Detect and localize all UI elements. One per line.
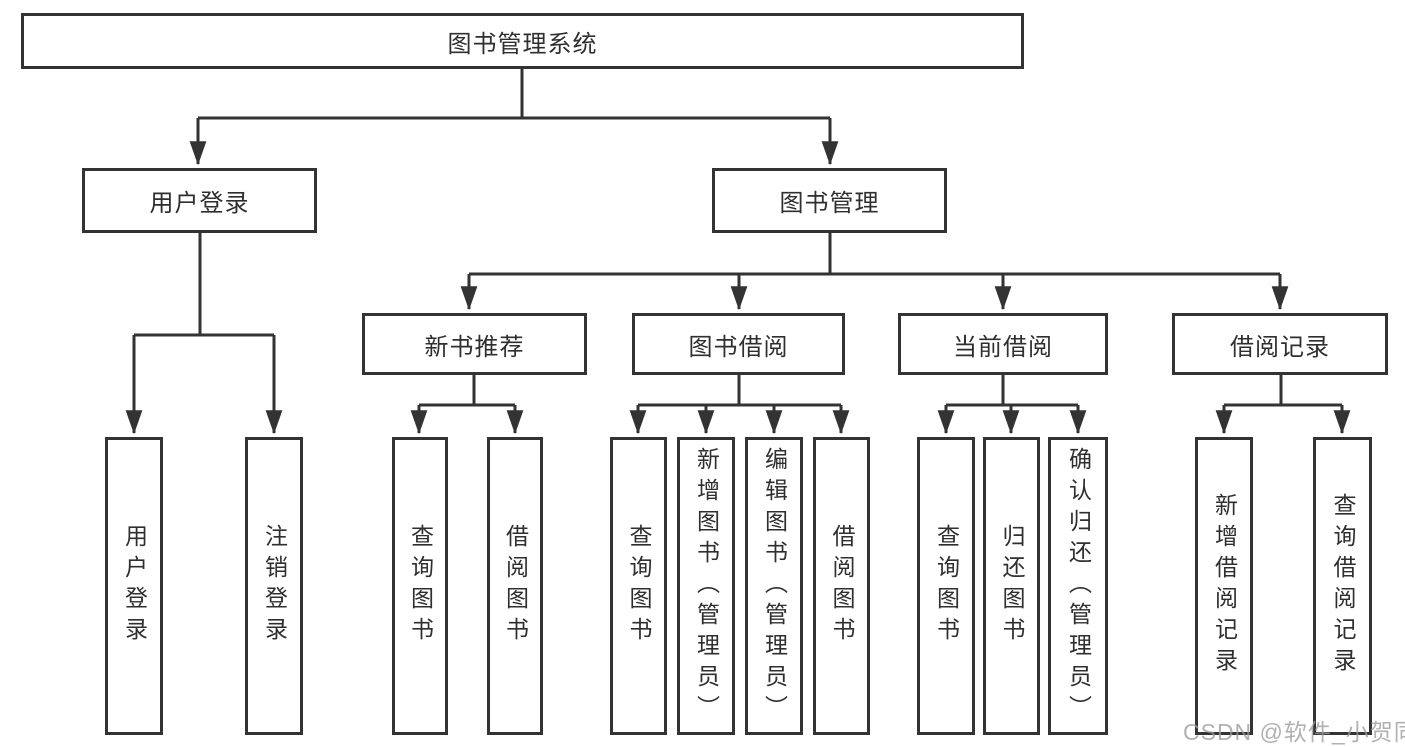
leaf-add-borrow-record-label: 新增借阅记录 bbox=[1211, 493, 1238, 679]
leaf-add-borrow-record: 新增借阅记录 bbox=[1195, 437, 1253, 735]
leaf-logout: 注销登录 bbox=[245, 437, 303, 735]
leaf-add-books-admin: 新增图书（管理员） bbox=[677, 437, 735, 735]
leaf-query-borrow-record: 查询借阅记录 bbox=[1313, 437, 1372, 735]
leaf-query-books-recommend: 查询图书 bbox=[392, 437, 448, 735]
node-root-label: 图书管理系统 bbox=[447, 30, 598, 58]
leaf-query-books-borrowing-label: 查询图书 bbox=[626, 524, 652, 648]
leaf-confirm-return-admin: 确认归还（管理员） bbox=[1048, 437, 1108, 735]
leaf-borrow-books-borrowing-label: 借阅图书 bbox=[829, 524, 855, 648]
node-new-book-recommendation-label: 新书推荐 bbox=[424, 333, 525, 361]
node-borrowing-records: 借阅记录 bbox=[1172, 313, 1388, 375]
leaf-query-books-current-label: 查询图书 bbox=[933, 524, 960, 648]
leaf-user-login-label: 用户登录 bbox=[121, 524, 148, 648]
node-book-management-label: 图书管理 bbox=[779, 190, 880, 217]
node-user-login: 用户登录 bbox=[82, 168, 317, 233]
leaf-return-books: 归还图书 bbox=[983, 437, 1040, 735]
node-user-login-label: 用户登录 bbox=[149, 190, 250, 217]
leaf-query-books-recommend-label: 查询图书 bbox=[407, 524, 434, 648]
node-book-borrowing-label: 图书借阅 bbox=[688, 333, 789, 361]
leaf-user-login: 用户登录 bbox=[105, 437, 163, 735]
node-book-borrowing: 图书借阅 bbox=[632, 313, 845, 375]
node-current-borrowing: 当前借阅 bbox=[898, 313, 1108, 375]
leaf-return-books-label: 归还图书 bbox=[999, 524, 1025, 648]
node-current-borrowing-label: 当前借阅 bbox=[953, 333, 1053, 361]
node-new-book-recommendation: 新书推荐 bbox=[362, 313, 587, 375]
node-borrowing-records-label: 借阅记录 bbox=[1230, 333, 1330, 361]
leaf-edit-books-admin-label: 编辑图书（管理员） bbox=[761, 446, 788, 726]
csdn-watermark: CSDN @软件_小贺同学 bbox=[1183, 719, 1405, 745]
leaf-add-books-admin-label: 新增图书（管理员） bbox=[693, 446, 720, 726]
leaf-query-books-borrowing: 查询图书 bbox=[610, 437, 667, 735]
leaf-borrow-books-recommend-label: 借阅图书 bbox=[502, 524, 529, 648]
leaf-logout-label: 注销登录 bbox=[261, 524, 288, 648]
leaf-borrow-books-recommend: 借阅图书 bbox=[487, 437, 543, 735]
leaf-confirm-return-admin-label: 确认归还（管理员） bbox=[1065, 446, 1092, 726]
node-root: 图书管理系统 bbox=[21, 13, 1024, 69]
leaf-query-books-current: 查询图书 bbox=[917, 437, 975, 735]
node-book-management: 图书管理 bbox=[712, 168, 947, 233]
leaf-query-borrow-record-label: 查询借阅记录 bbox=[1330, 493, 1356, 679]
leaf-edit-books-admin: 编辑图书（管理员） bbox=[745, 437, 803, 735]
leaf-borrow-books-borrowing: 借阅图书 bbox=[813, 437, 870, 735]
